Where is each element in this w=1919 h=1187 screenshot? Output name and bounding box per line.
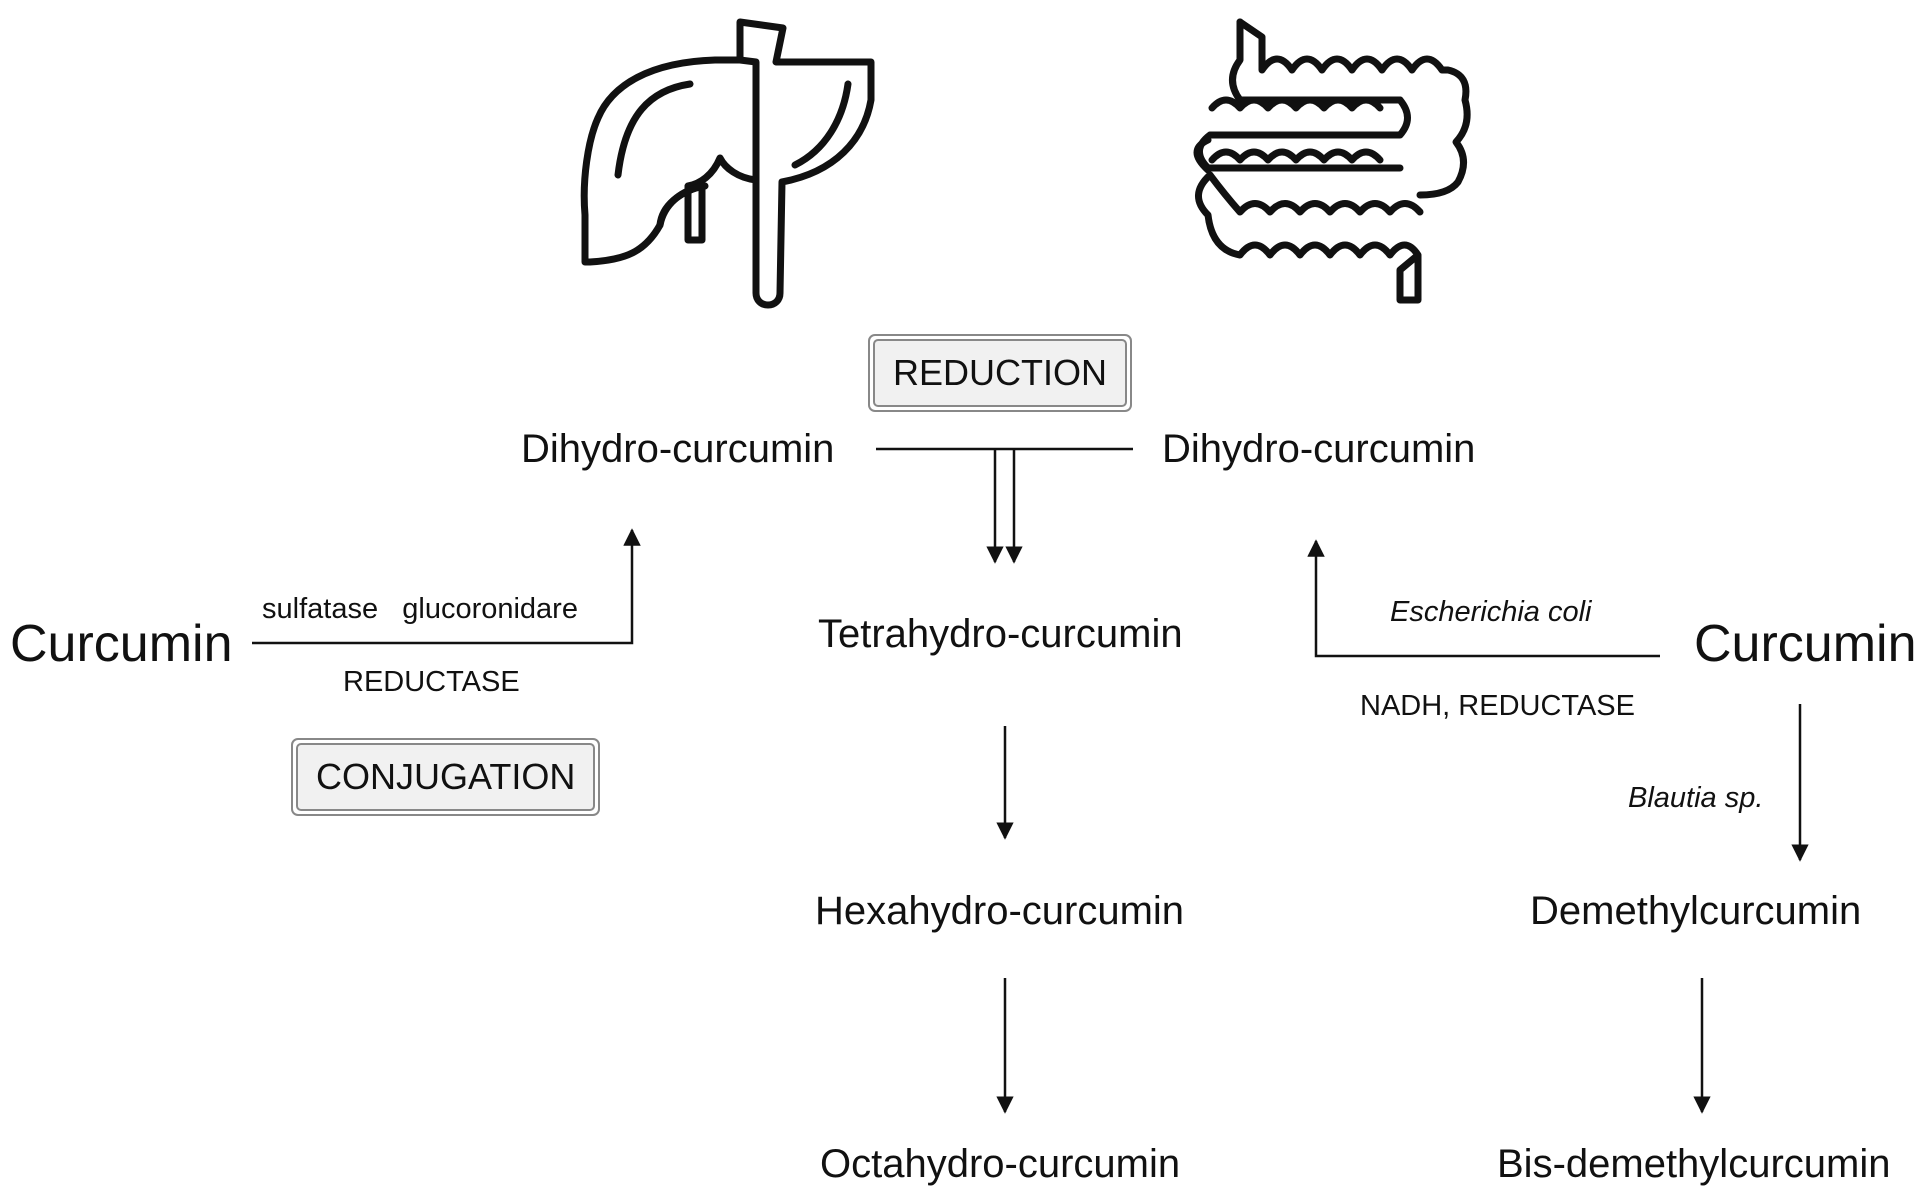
demethylcurcumin: Demethylcurcumin bbox=[1530, 889, 1862, 933]
right-curcumin-arrow bbox=[1307, 539, 1660, 658]
tetrahydro-curcumin: Tetrahydro-curcumin bbox=[818, 612, 1183, 656]
left-reductase-label: REDUCTASE bbox=[343, 666, 520, 698]
reduction-box: REDUCTION bbox=[868, 334, 1132, 412]
blautia-label: Blautia sp. bbox=[1628, 782, 1764, 814]
left-curcumin-arrow bbox=[252, 528, 641, 645]
nadh-reductase-label: NADH, REDUCTASE bbox=[1360, 690, 1635, 722]
intestine-icon bbox=[1193, 18, 1471, 304]
conjugation-box: CONJUGATION bbox=[291, 738, 601, 816]
liver-icon bbox=[580, 18, 875, 309]
curcumin-left: Curcumin bbox=[10, 615, 233, 673]
dihydro-curcumin-left: Dihydro-curcumin bbox=[521, 427, 835, 471]
hexahydro-curcumin: Hexahydro-curcumin bbox=[815, 889, 1185, 933]
dihydro-curcumin-right: Dihydro-curcumin bbox=[1162, 427, 1476, 471]
escherichia-coli-label: Escherichia coli bbox=[1390, 596, 1592, 628]
conjugation-enzymes-label: sulfatase glucoronidare bbox=[262, 593, 578, 625]
conjugation-label: CONJUGATION bbox=[296, 743, 596, 811]
curcumin-right: Curcumin bbox=[1694, 615, 1917, 673]
reduction-label: REDUCTION bbox=[873, 339, 1127, 407]
bis-demethylcurcumin: Bis-demethylcurcumin bbox=[1497, 1142, 1891, 1186]
octahydro-curcumin: Octahydro-curcumin bbox=[820, 1142, 1181, 1186]
